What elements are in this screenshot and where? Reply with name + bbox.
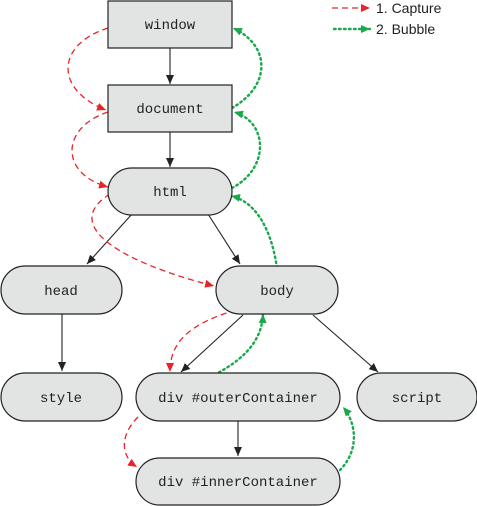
node-document-label: document xyxy=(136,102,203,118)
bubble-arrow-body-html xyxy=(229,193,279,270)
legend-capture-label: 1. Capture xyxy=(376,0,442,16)
node-script: script xyxy=(356,372,477,422)
capture-arrow-document-html xyxy=(71,111,109,189)
legend-bubble-label: 2. Bubble xyxy=(376,21,435,37)
node-html: html xyxy=(107,167,233,216)
node-script-label: script xyxy=(392,391,442,407)
legend: 1. Capture 2. Bubble xyxy=(332,0,442,37)
node-inner-container: div #innerContainer xyxy=(135,457,341,506)
node-window-label: window xyxy=(145,18,196,34)
capture-arrow-body-outer xyxy=(166,309,237,373)
tree-edges xyxy=(58,48,379,456)
node-head-label: head xyxy=(44,284,78,300)
node-outer-container-label: div #outerContainer xyxy=(158,391,318,407)
edge-body-outer xyxy=(180,314,244,373)
node-style: style xyxy=(0,372,123,422)
edge-body-script xyxy=(312,314,379,373)
node-window: window xyxy=(107,0,233,49)
node-outer-container: div #outerContainer xyxy=(135,372,341,422)
capture-path xyxy=(67,27,237,468)
node-style-label: style xyxy=(40,391,82,407)
node-body: body xyxy=(215,265,339,315)
capture-arrow-outer-inner xyxy=(123,416,139,468)
edge-html-body xyxy=(207,213,241,265)
bubble-arrow-document-window xyxy=(230,26,263,110)
node-html-label: html xyxy=(153,185,187,201)
bubble-arrow-html-document xyxy=(230,110,262,190)
node-document: document xyxy=(107,84,233,133)
edge-html-head xyxy=(86,213,133,265)
node-body-label: body xyxy=(260,284,294,300)
node-head: head xyxy=(0,265,123,315)
bubble-path xyxy=(208,26,356,472)
bubble-arrow-inner-outer xyxy=(338,405,356,472)
node-inner-container-label: div #innerContainer xyxy=(158,475,318,491)
bubble-arrow-outer-body xyxy=(208,312,267,379)
capture-arrow-html-body xyxy=(91,193,215,288)
capture-arrow-window-document xyxy=(67,27,109,111)
